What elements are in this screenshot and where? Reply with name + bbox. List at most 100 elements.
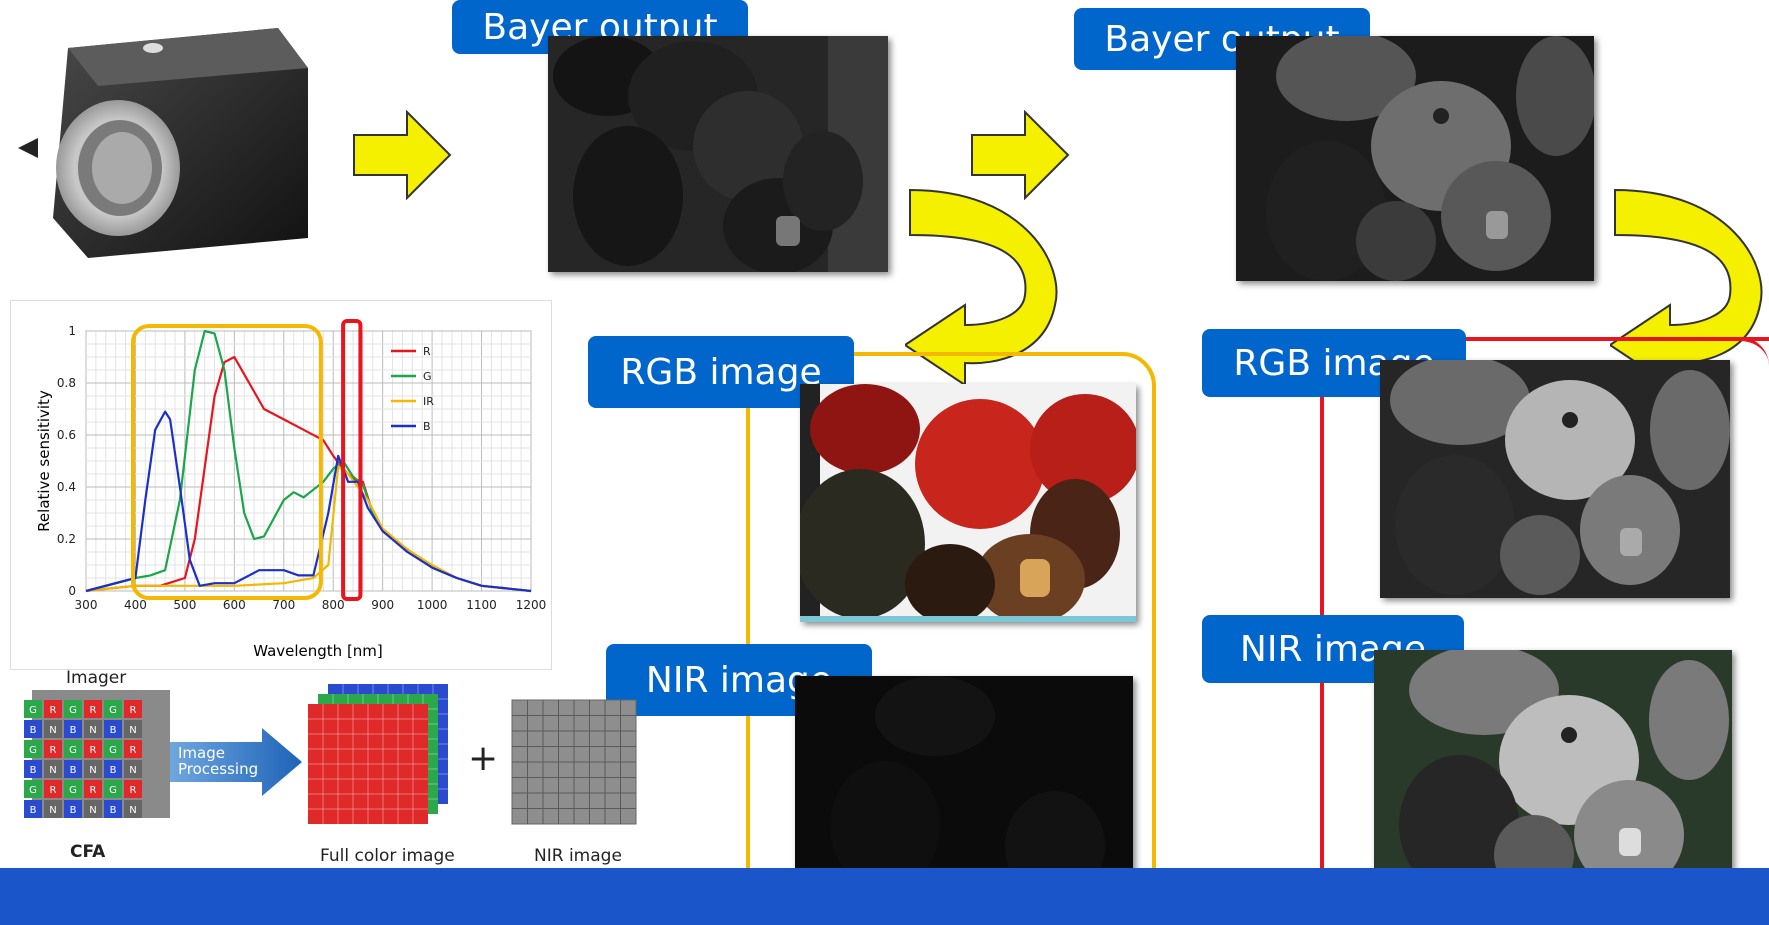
straight-arrow-icon bbox=[970, 109, 1070, 201]
cfa-cell-letter: N bbox=[129, 805, 136, 816]
cfa-cell-letter: R bbox=[90, 705, 97, 716]
chart-x-tick-label: 1100 bbox=[466, 598, 497, 612]
chart-ylabel: Relative sensitivity bbox=[35, 390, 53, 532]
cfa-cell-letter: B bbox=[30, 765, 37, 776]
straight-arrow-icon bbox=[352, 109, 452, 201]
cfa-cell-letter: G bbox=[109, 785, 117, 796]
bayer-image-left bbox=[548, 36, 888, 272]
nir-label: NIR image bbox=[534, 846, 622, 866]
cfa-cell-letter: R bbox=[130, 785, 137, 796]
cfa-cell bbox=[44, 720, 62, 738]
cfa-cell-letter: G bbox=[109, 705, 117, 716]
cfa-cell bbox=[64, 720, 82, 738]
cfa-cell bbox=[124, 720, 142, 738]
cfa-cell-letter: R bbox=[90, 785, 97, 796]
cfa-cell bbox=[124, 800, 142, 818]
chart-x-tick-label: 800 bbox=[322, 598, 345, 612]
cfa-cell-letter: N bbox=[129, 725, 136, 736]
chart-legend-label: IR bbox=[423, 395, 434, 408]
cfa-cell bbox=[64, 780, 82, 798]
cfa-cell-letter: G bbox=[69, 705, 77, 716]
cfa-cell-letter: G bbox=[109, 745, 117, 756]
cfa-cell bbox=[44, 800, 62, 818]
cfa-cell-letter: B bbox=[110, 725, 117, 736]
processing-label-2: Processing bbox=[178, 760, 259, 778]
chart-x-tick-label: 700 bbox=[272, 598, 295, 612]
cfa-cell-letter: G bbox=[69, 745, 77, 756]
cfa-cell-letter: N bbox=[49, 765, 56, 776]
cfa-cell bbox=[24, 800, 42, 818]
footer-bar bbox=[0, 868, 1769, 925]
cfa-cell-letter: B bbox=[30, 725, 37, 736]
cfa-cell bbox=[44, 780, 62, 798]
cfa-cell bbox=[24, 700, 42, 718]
cfa-cell bbox=[84, 780, 102, 798]
cfa-cell bbox=[84, 740, 102, 758]
cfa-cell bbox=[84, 760, 102, 778]
processing-label-1: Image bbox=[178, 744, 225, 762]
imager-label: Imager bbox=[66, 668, 127, 688]
cfa-cell bbox=[104, 760, 122, 778]
chart-x-tick-label: 300 bbox=[75, 598, 98, 612]
stack-layer-red bbox=[308, 704, 428, 824]
cfa-cell bbox=[84, 800, 102, 818]
cfa-cell-letter: N bbox=[89, 725, 96, 736]
cfa-cell-letter: N bbox=[129, 765, 136, 776]
chart-legend-label: G bbox=[423, 370, 432, 383]
cfa-cell-letter: N bbox=[49, 725, 56, 736]
cfa-cell bbox=[104, 700, 122, 718]
chart-y-tick-label: 1 bbox=[68, 324, 76, 338]
nir-grid bbox=[510, 698, 640, 828]
chart-y-tick-label: 0.4 bbox=[57, 480, 76, 494]
cfa-cell-letter: R bbox=[50, 705, 57, 716]
plus-sign: + bbox=[468, 738, 499, 779]
cfa-cell bbox=[64, 700, 82, 718]
cfa-cell-letter: B bbox=[110, 805, 117, 816]
cfa-cell-letter: G bbox=[29, 785, 37, 796]
cfa-cell bbox=[124, 780, 142, 798]
cfa-cell-letter: B bbox=[70, 805, 77, 816]
cfa-cell-letter: R bbox=[130, 745, 137, 756]
chart-legend-label: B bbox=[423, 420, 431, 433]
cfa-cell bbox=[44, 700, 62, 718]
chart-y-tick-label: 0.6 bbox=[57, 428, 76, 442]
cfa-cell bbox=[124, 740, 142, 758]
cfa-cell bbox=[124, 760, 142, 778]
chart-y-tick-label: 0 bbox=[68, 584, 76, 598]
cfa-cell-letter: N bbox=[89, 805, 96, 816]
nir-image-right bbox=[1374, 650, 1732, 896]
cfa-cell bbox=[24, 780, 42, 798]
chart-y-tick-label: 0.8 bbox=[57, 376, 76, 390]
red-frame-right-edge bbox=[1740, 337, 1769, 921]
full-color-stack bbox=[308, 684, 468, 834]
cfa-cell-letter: B bbox=[110, 765, 117, 776]
cfa-cell bbox=[64, 760, 82, 778]
chart-y-tick-label: 0.2 bbox=[57, 532, 76, 546]
cfa-cell bbox=[24, 760, 42, 778]
cfa-cell bbox=[84, 720, 102, 738]
cfa-cell bbox=[64, 740, 82, 758]
cfa-cell bbox=[104, 720, 122, 738]
cfa-cell bbox=[104, 800, 122, 818]
rgb-image-right bbox=[1380, 360, 1730, 598]
cfa-cell bbox=[64, 800, 82, 818]
chart-x-tick-label: 500 bbox=[173, 598, 196, 612]
cfa-cell bbox=[44, 760, 62, 778]
chart-x-tick-label: 1000 bbox=[417, 598, 448, 612]
cfa-cell-letter: G bbox=[29, 705, 37, 716]
chart-visible-highlight bbox=[130, 324, 323, 600]
cfa-cell-letter: N bbox=[49, 805, 56, 816]
chart-x-tick-label: 1200 bbox=[516, 598, 547, 612]
rgb-image-left bbox=[800, 384, 1136, 622]
chart-series-line-b bbox=[85, 410, 532, 593]
cfa-cell-letter: B bbox=[70, 765, 77, 776]
bayer-image-right bbox=[1236, 36, 1594, 281]
chart-legend-label: R bbox=[423, 345, 431, 358]
chart-xlabel: Wavelength [nm] bbox=[253, 642, 383, 660]
cfa-cell bbox=[24, 740, 42, 758]
cfa-cell-letter: G bbox=[69, 785, 77, 796]
cfa-cell-letter: B bbox=[70, 725, 77, 736]
